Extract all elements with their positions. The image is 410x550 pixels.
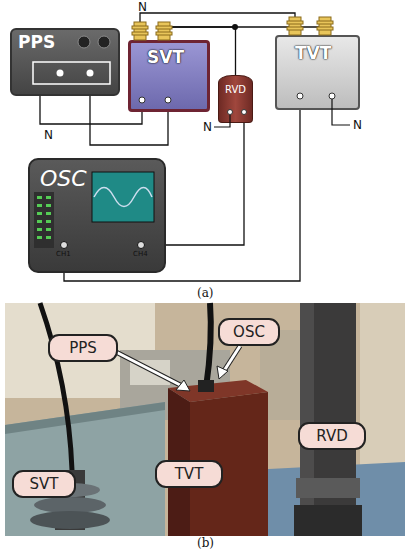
transformer-box: TVT: [275, 35, 360, 110]
rvd-column: [294, 303, 362, 536]
photo-background: [5, 303, 405, 536]
power-supply-box: PPS: [10, 28, 120, 96]
callout-bubble: OSC: [218, 318, 280, 346]
wire: [140, 13, 295, 40]
leader-arrow: [116, 346, 240, 391]
callout-bubble: RVD: [298, 422, 366, 450]
junction-dot: [232, 24, 238, 30]
wire: [166, 123, 244, 245]
node-text: SVT: [147, 47, 207, 67]
ground-label: N: [203, 120, 212, 134]
node-text: PPS: [50, 339, 116, 357]
node-text: SVT: [14, 475, 74, 493]
subfigure-label: (b): [197, 536, 214, 550]
callout-bubble: TVT: [155, 460, 223, 488]
node-text: TVT: [295, 43, 358, 63]
ground-label: N: [44, 128, 53, 142]
channel-label: CH1: [56, 250, 71, 258]
channel-label: CH4: [133, 250, 148, 258]
node-text: RVD: [219, 84, 252, 95]
transformer-box: SVT: [128, 40, 210, 112]
subfigure-label: (a): [197, 286, 214, 300]
callout-bubble: SVT: [12, 470, 76, 498]
wire: [40, 96, 142, 124]
node-text: OSC: [40, 166, 164, 191]
callout-bubble: PPS: [48, 334, 118, 362]
node-text: RVD: [300, 427, 364, 445]
divider-cylinder: RVD: [218, 75, 253, 123]
node-text: PPS: [18, 32, 112, 52]
ground-label: N: [138, 0, 147, 14]
ground-label: N: [353, 118, 362, 132]
tvt-block: [168, 380, 268, 536]
node-text: TVT: [157, 465, 221, 483]
cable: [40, 303, 211, 470]
node-text: OSC: [220, 323, 278, 341]
